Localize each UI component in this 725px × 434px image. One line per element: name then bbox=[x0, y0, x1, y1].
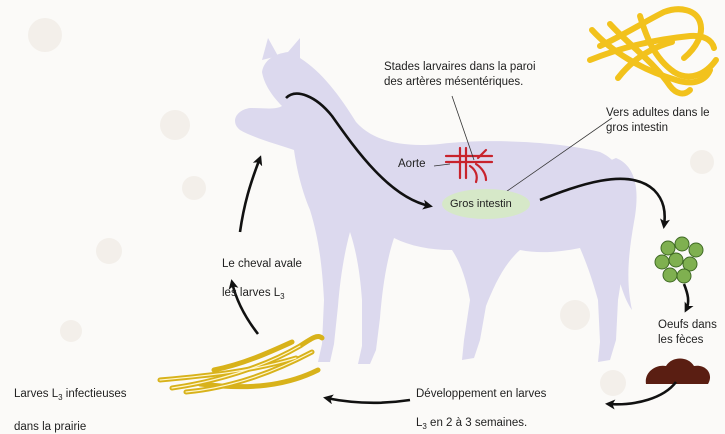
label-cheval-avale-line1: Le cheval avale bbox=[222, 258, 302, 270]
diagram-graphics bbox=[0, 0, 725, 414]
infective-larvae-icon bbox=[160, 336, 322, 392]
label-cheval-avale: Le cheval avale les larves L3 bbox=[222, 242, 342, 304]
label-vers-adultes: Vers adultes dans le gros intestin bbox=[606, 106, 724, 135]
label-developpement-line2b: en 2 à 3 semaines. bbox=[427, 417, 527, 429]
lifecycle-diagram: Stades larvaires dans la paroi des artèr… bbox=[0, 0, 725, 414]
subscript-3: 3 bbox=[280, 292, 284, 301]
eggs-cluster-icon bbox=[655, 237, 703, 283]
label-larves-line1b: infectieuses bbox=[63, 388, 127, 400]
label-gros-intestin: Gros intestin bbox=[450, 197, 512, 212]
label-aorte: Aorte bbox=[398, 157, 426, 172]
arrow-eggs-to-feces bbox=[684, 284, 688, 310]
label-oeufs: Oeufs dans les fèces bbox=[658, 318, 725, 347]
label-larves-line1: Larves L bbox=[14, 388, 58, 400]
label-developpement: Développement en larves L3 en 2 à 3 sema… bbox=[416, 372, 596, 434]
label-cheval-avale-line2: les larves L bbox=[222, 287, 280, 299]
label-larves-line2: dans la prairie bbox=[14, 421, 86, 433]
feces-icon bbox=[646, 359, 710, 385]
label-developpement-line1: Développement en larves bbox=[416, 388, 546, 400]
arrow-development-to-larvae bbox=[326, 398, 410, 403]
arrow-swallow-to-mouth bbox=[240, 158, 260, 232]
label-larves-infectieuses: Larves L3 infectieuses dans la prairie bbox=[14, 372, 164, 434]
adult-worms-icon bbox=[590, 9, 716, 93]
arrow-feces-to-development bbox=[608, 382, 676, 404]
label-stades-larvaires: Stades larvaires dans la paroi des artèr… bbox=[384, 60, 584, 89]
